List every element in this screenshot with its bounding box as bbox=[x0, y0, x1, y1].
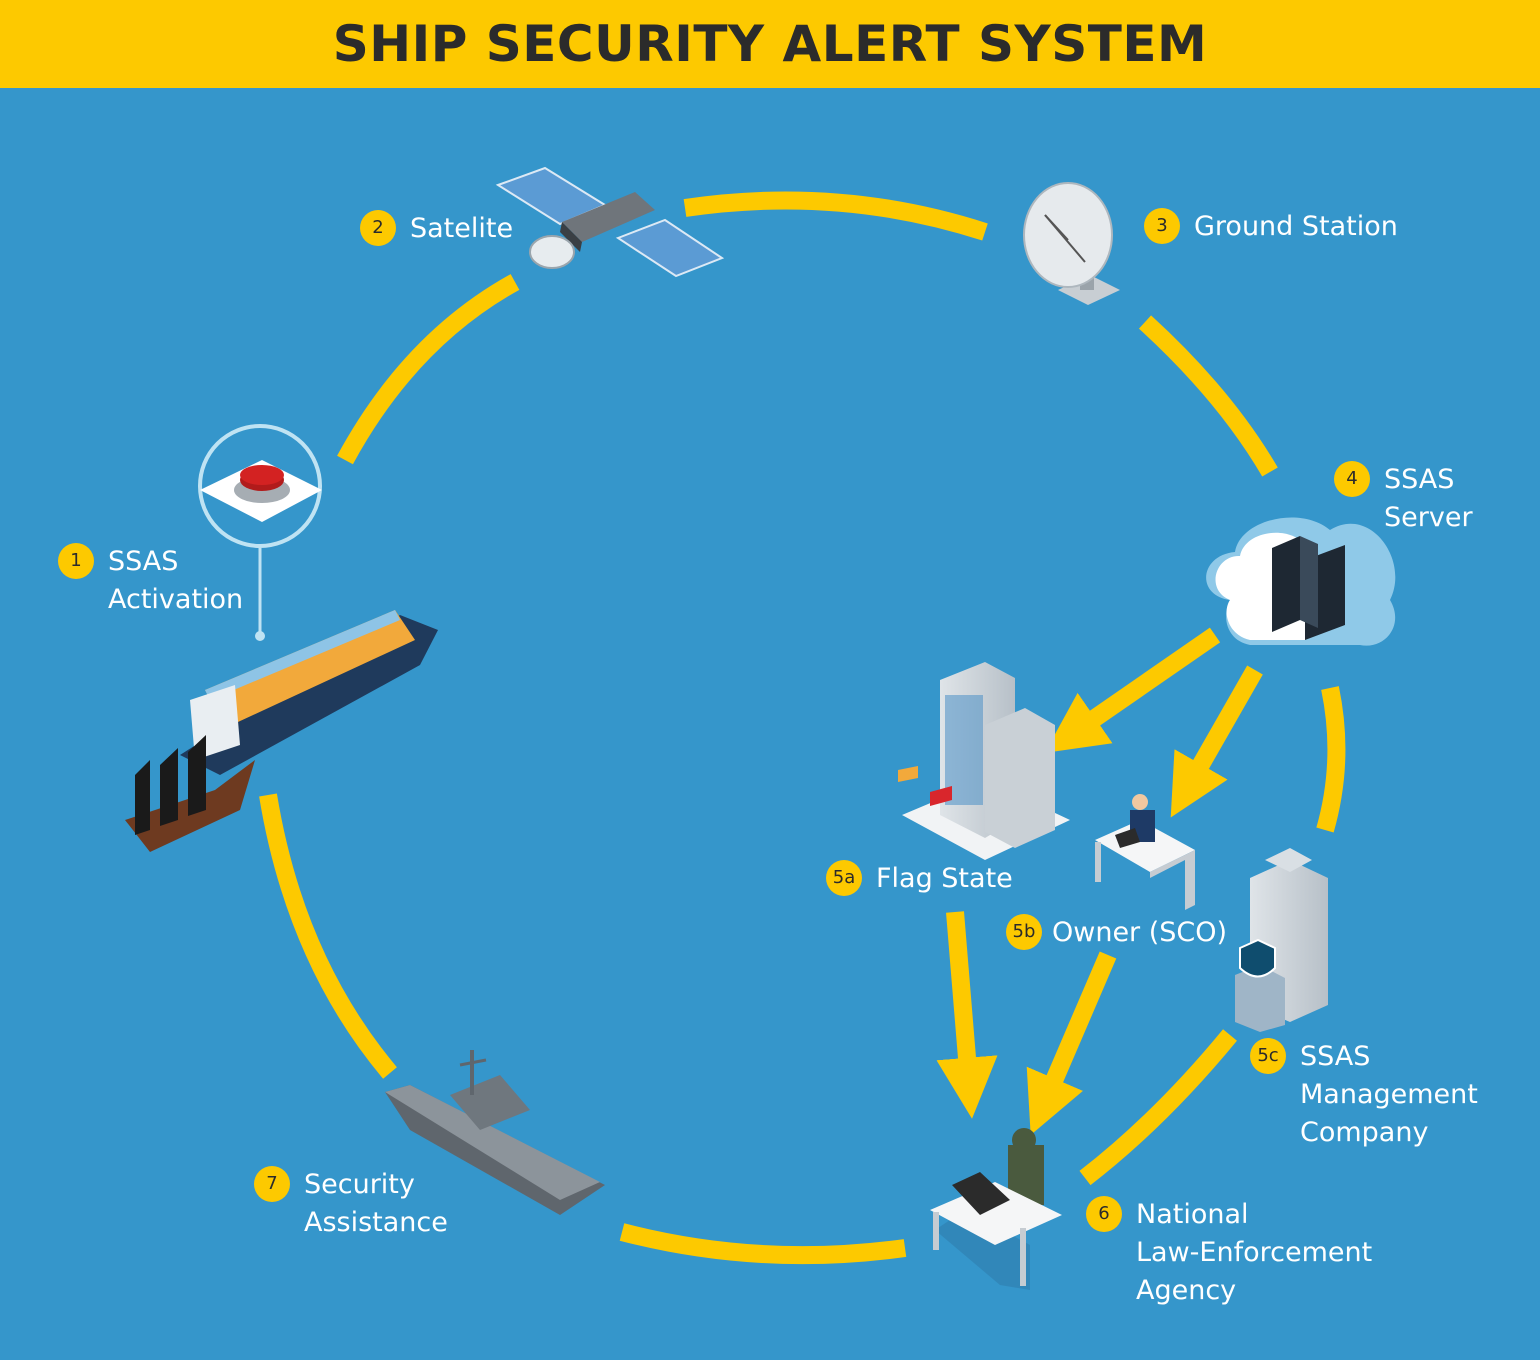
arrow-server-to-owner bbox=[1170, 665, 1263, 818]
node-label-6: National Law-Enforcement Agency bbox=[1136, 1199, 1373, 1306]
flow-arrows bbox=[936, 627, 1263, 1135]
arc-agency-to-security bbox=[619, 1223, 907, 1265]
node-label-5b: Owner (SCO) bbox=[1052, 917, 1228, 948]
soldier-laptop-desk-icon bbox=[930, 1128, 1062, 1290]
node-5c-ssas-management: 5c SSAS Management Company bbox=[1250, 1038, 1478, 1152]
step-badge-1: 1 bbox=[58, 543, 94, 579]
step-badge-3: 3 bbox=[1144, 208, 1180, 244]
red-alarm-button-icon bbox=[198, 424, 322, 641]
cloud-server-icon bbox=[1206, 517, 1396, 646]
satellite-dish-icon bbox=[1023, 182, 1120, 305]
step-badge-5a: 5a bbox=[826, 860, 862, 896]
node-3-ground-station: 3 Ground Station bbox=[1144, 208, 1398, 246]
node-2-satelite: 2 Satelite bbox=[360, 210, 513, 248]
step-badge-5c: 5c bbox=[1250, 1038, 1286, 1074]
node-label-5a: Flag State bbox=[876, 863, 1013, 894]
node-7-security-assistance: 7 Security Assistance bbox=[254, 1166, 448, 1242]
node-4-ssas-server: 4 SSAS Server bbox=[1334, 461, 1473, 537]
node-5b-owner: 5b Owner (SCO) bbox=[1006, 914, 1227, 952]
arc-ground-station-to-server bbox=[1138, 315, 1278, 477]
node-label-2: Satelite bbox=[410, 213, 514, 244]
container-ship-pirate-icon bbox=[125, 610, 438, 852]
node-1-ssas-activation: 1 SSAS Activation bbox=[58, 543, 243, 619]
node-label-3: Ground Station bbox=[1194, 211, 1398, 242]
node-label-4: SSAS Server bbox=[1384, 464, 1473, 533]
title-banner: SHIP SECURITY ALERT SYSTEM bbox=[0, 0, 1540, 88]
node-label-1: SSAS Activation bbox=[108, 546, 244, 615]
step-badge-6: 6 bbox=[1086, 1196, 1122, 1232]
step-badge-5b: 5b bbox=[1006, 914, 1042, 950]
arc-management-to-agency bbox=[1079, 1029, 1237, 1186]
government-building-icon bbox=[898, 662, 1070, 860]
arrow-server-to-flag-state bbox=[1044, 627, 1221, 753]
node-5a-flag-state: 5a Flag State bbox=[826, 860, 1013, 898]
arrow-flag-state-to-agency bbox=[936, 911, 998, 1119]
office-tower-ssas-shield-icon bbox=[1235, 848, 1328, 1032]
page-title: SHIP SECURITY ALERT SYSTEM bbox=[332, 15, 1208, 73]
flow-arcs bbox=[259, 191, 1346, 1265]
office-worker-desk-icon bbox=[1095, 794, 1195, 910]
node-label-7: Security Assistance bbox=[304, 1169, 448, 1238]
step-badge-7: 7 bbox=[254, 1166, 290, 1202]
arrow-owner-to-agency bbox=[1026, 951, 1117, 1135]
node-6-national-agency: 6 National Law-Enforcement Agency bbox=[1086, 1196, 1372, 1310]
warship-icon bbox=[385, 1050, 605, 1215]
node-label-5c: SSAS Management Company bbox=[1300, 1041, 1478, 1148]
arc-activation-to-satellite bbox=[337, 274, 520, 465]
step-badge-2: 2 bbox=[360, 210, 396, 246]
satellite-icon bbox=[495, 166, 725, 278]
arc-satellite-to-ground-station bbox=[683, 191, 988, 241]
arc-server-to-management bbox=[1316, 686, 1346, 833]
arc-security-to-ship bbox=[259, 793, 397, 1079]
step-badge-4: 4 bbox=[1334, 461, 1370, 497]
